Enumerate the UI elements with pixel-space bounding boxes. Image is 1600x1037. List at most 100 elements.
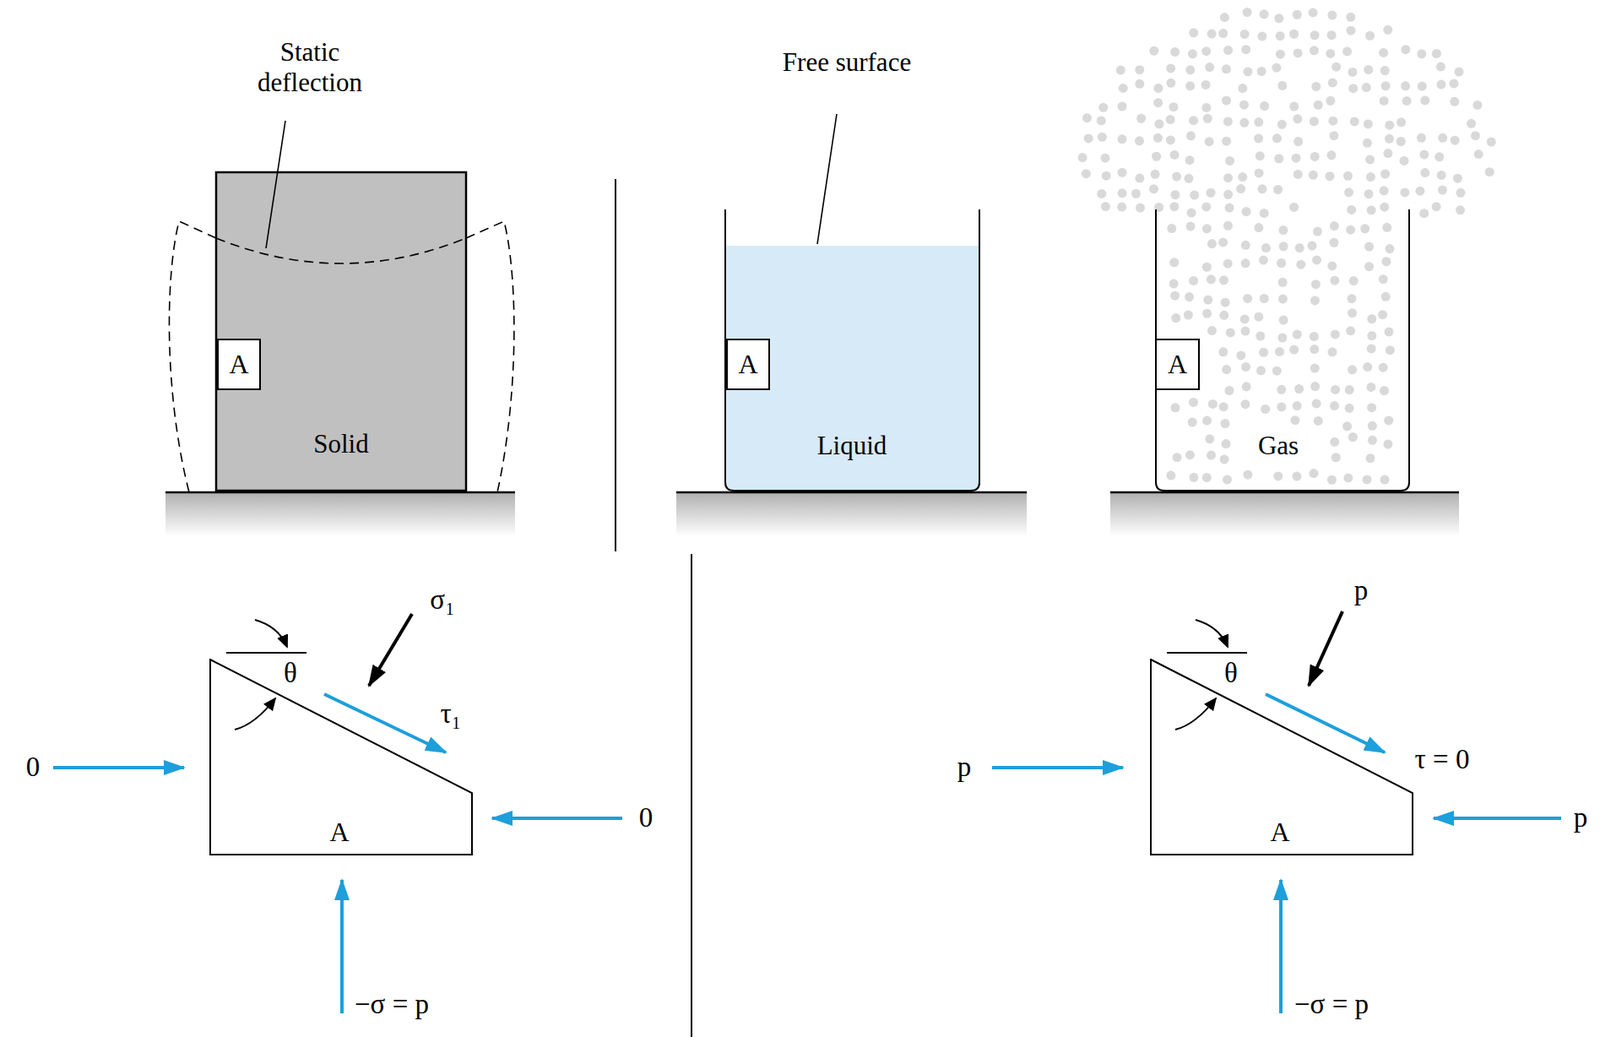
gas-molecule: [1291, 153, 1302, 163]
gas-molecule: [1257, 184, 1267, 194]
gas-molecule: [1253, 117, 1264, 127]
gas-molecule: [1117, 101, 1127, 111]
gas-molecule: [1431, 48, 1442, 59]
gas-molecule: [1225, 156, 1235, 166]
gas-molecule: [1454, 67, 1465, 77]
gas-molecule: [1223, 45, 1233, 55]
gas-molecule: [1204, 136, 1215, 147]
gas-molecule: [1365, 31, 1375, 41]
gas-molecule: [1225, 327, 1236, 337]
gas-molecule: [1208, 399, 1218, 409]
gas-molecule: [1242, 470, 1253, 480]
gas-molecule: [1470, 130, 1481, 141]
gas-molecule: [1134, 173, 1145, 184]
gas-molecule: [1416, 48, 1427, 59]
gas-molecule: [1117, 202, 1127, 212]
gas-molecule: [1166, 114, 1176, 125]
gas-molecule: [1203, 113, 1213, 124]
gas-molecule: [1295, 243, 1305, 253]
gas-molecule: [1310, 30, 1320, 40]
gas-molecule: [1149, 184, 1159, 194]
gas-molecule: [1330, 329, 1340, 339]
gas-molecule: [1220, 418, 1231, 429]
gas-molecule: [1187, 48, 1198, 59]
wedge-element: A: [1149, 658, 1414, 856]
gas-molecule: [1278, 294, 1288, 304]
gas-molecule: [1347, 67, 1357, 77]
gas-molecule: [1259, 293, 1270, 304]
gas-molecule: [1256, 365, 1266, 375]
gas-molecule: [1241, 362, 1251, 372]
leader-line: [817, 113, 837, 245]
gas-molecule: [1242, 381, 1252, 391]
gas-molecule: [1292, 330, 1302, 340]
gas-molecule: [1150, 169, 1161, 179]
gas-molecule: [1311, 81, 1321, 92]
stress-label: θ: [283, 657, 298, 690]
gas-molecule: [1276, 401, 1286, 412]
gas-molecule: [1363, 119, 1373, 129]
gas-molecule: [1170, 291, 1180, 301]
gas-molecule: [1260, 404, 1270, 414]
gas-molecule: [1097, 132, 1107, 142]
gas-molecule: [1380, 65, 1390, 76]
gas-molecule: [1383, 148, 1393, 158]
gas-molecule: [1349, 276, 1359, 286]
gas-molecule: [1237, 83, 1248, 93]
gas-molecule: [1327, 10, 1337, 21]
gas-molecule: [1204, 433, 1215, 444]
gas-molecule: [1450, 135, 1460, 146]
gas-molecule: [1419, 208, 1429, 218]
gas-molecule: [1253, 222, 1264, 233]
gas-molecule: [1382, 222, 1392, 233]
gas-molecule: [1308, 170, 1318, 180]
wedge-element: A: [209, 658, 473, 856]
gas-molecule: [1346, 205, 1356, 215]
gas-molecule: [1328, 130, 1339, 141]
gas-molecule: [1362, 474, 1373, 484]
gas-molecule: [1202, 309, 1212, 319]
gas-molecule: [1134, 79, 1145, 89]
static-deflection-outline: [168, 221, 514, 493]
gas-molecule: [1272, 133, 1282, 143]
stress-label: σ₁: [429, 584, 455, 617]
gas-molecule: [1312, 254, 1322, 265]
gas-molecule: [1275, 31, 1286, 41]
gas-molecule: [1257, 66, 1267, 76]
gas-molecule: [1328, 77, 1338, 87]
gas-molecule: [1096, 115, 1107, 125]
gas-molecule: [1101, 153, 1111, 163]
gas-molecule: [1277, 119, 1287, 130]
gas-molecule: [1168, 102, 1178, 112]
gas-molecule: [1223, 189, 1233, 200]
gas-molecule: [1188, 397, 1199, 407]
gas-molecule: [1183, 309, 1194, 320]
gas-molecule: [1292, 113, 1302, 124]
gas-molecule: [1221, 136, 1232, 147]
gas-molecule: [1360, 223, 1370, 234]
gas-molecule: [1307, 241, 1317, 251]
gas-molecule: [1273, 184, 1283, 195]
gas-molecule: [1202, 472, 1212, 483]
gas-molecule: [1259, 9, 1270, 19]
gas-molecule: [1417, 81, 1427, 92]
gas-molecule: [1188, 276, 1199, 286]
gas-molecule: [1272, 366, 1282, 376]
divider: [614, 178, 617, 552]
gas-molecule: [1255, 330, 1265, 341]
gas-molecule: [1383, 326, 1394, 337]
gas-molecule: [1259, 208, 1270, 218]
state-label: Liquid: [817, 430, 888, 462]
gas-molecule: [1350, 116, 1360, 126]
gas-molecule: [1082, 113, 1092, 123]
gas-molecule: [1220, 454, 1230, 464]
element-box: A: [1155, 338, 1200, 391]
gas-molecule: [1222, 474, 1232, 484]
gas-molecule: [1187, 417, 1198, 428]
gas-molecule: [1223, 116, 1233, 126]
gas-molecule: [1253, 133, 1264, 143]
gas-molecule: [1170, 189, 1180, 200]
gas-molecule: [1437, 170, 1447, 180]
gas-molecule: [1327, 475, 1337, 485]
gas-molecule: [1258, 255, 1269, 266]
